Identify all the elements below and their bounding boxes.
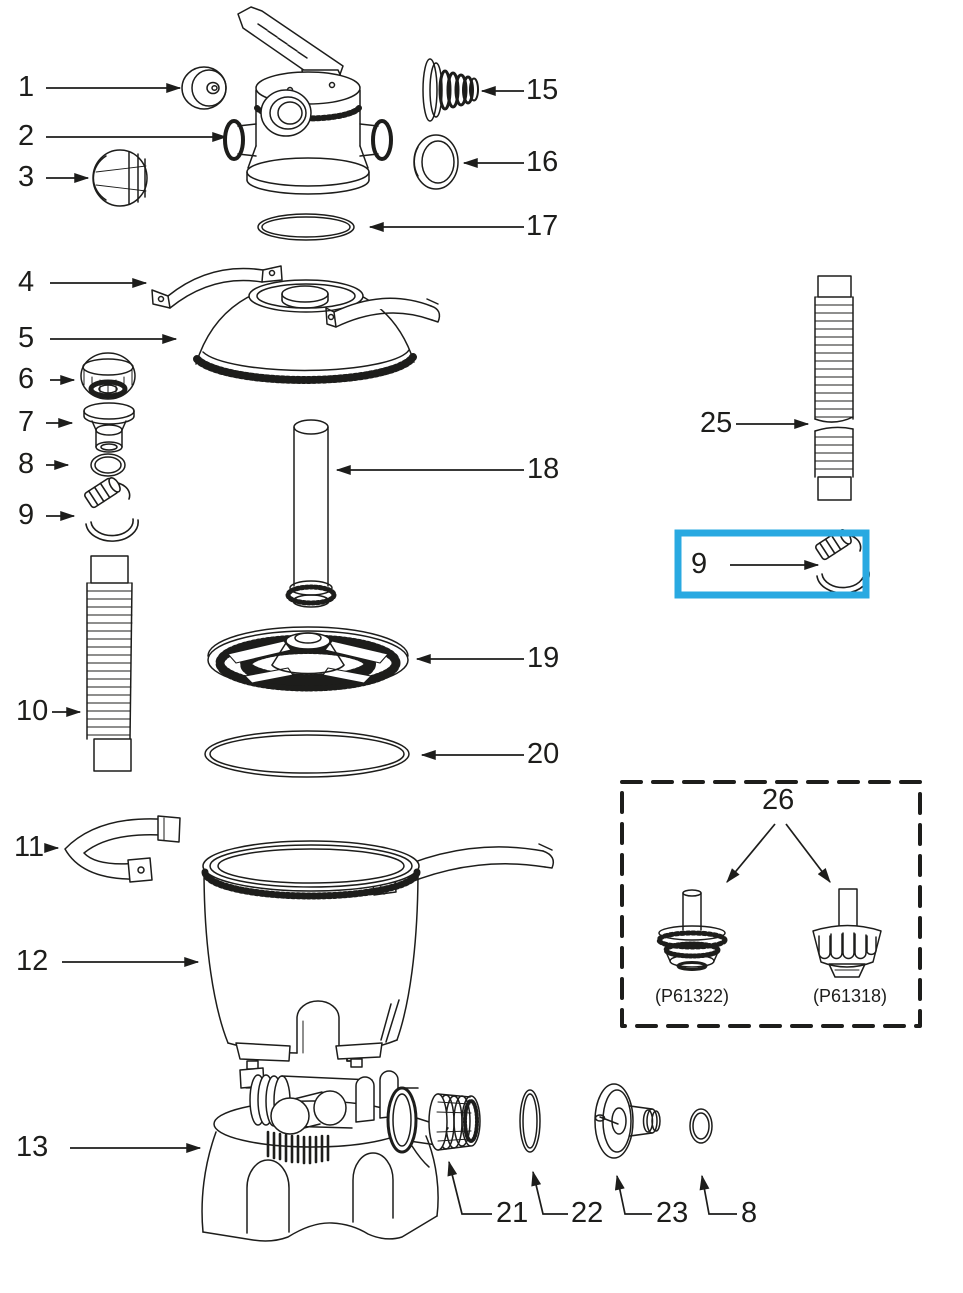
leader-arrows [44,83,831,1215]
part-3-drain-cap-drawing [92,149,148,207]
callout-7: 7 [18,406,35,438]
part-19-lateral-disc-drawing [207,626,409,692]
part-7-adapter-fitting-drawing [83,402,135,453]
callout-26: 26 [762,784,795,816]
part-16-seal-ring-drawing [413,134,459,190]
callout-16: 16 [526,146,559,178]
part-21-strainer-basket-drawing [428,1093,481,1151]
highlight-box [674,529,870,599]
part-1-gauge-plug-drawing [181,66,227,110]
callout-6: 6 [18,363,35,395]
callout-15: 15 [526,74,559,106]
part-22-o-ring-drawing [519,1089,541,1153]
callout-23: 23 [656,1197,689,1229]
part-2-multiport-valve-drawing [223,6,393,195]
callout-11: 11 [14,831,45,863]
callout-1: 1 [18,71,35,103]
callout-10: 10 [16,695,49,727]
part-9-hose-clamp-drawing [82,474,139,542]
part-6-collar-nut-drawing [80,352,136,400]
part-17-large-o-ring-drawing [257,213,355,241]
part-number-p61318: (P61318) [813,986,888,1006]
callout-4: 4 [18,266,35,298]
part-25-corrugated-hose-drawing [814,275,854,501]
callout-20: 20 [527,738,560,770]
part-15-hose-adapter-drawing [422,58,479,122]
part-8-bottom-o-ring-drawing [689,1108,713,1144]
callout-21: 21 [496,1197,529,1229]
callout-17: 17 [526,210,559,242]
callout-8: 8 [18,448,35,480]
part-10-corrugated-hose-drawing [86,555,133,772]
part-number-p61322: (P61322) [655,986,730,1006]
callout-5: 5 [18,322,35,354]
callout-9: 9 [18,499,35,531]
callout-9-highlight: 9 [691,548,708,580]
callout-3: 3 [18,161,35,193]
callout-19: 19 [527,642,560,674]
callout-22: 22 [571,1197,604,1229]
callout-25: 25 [700,407,733,439]
part-13-pump-base-drawing [201,1042,449,1242]
part-4-clamp-half-drawing [151,265,283,309]
part-8-o-ring-drawing [90,453,126,477]
callout-2: 2 [18,120,35,152]
part-12-filter-tank-drawing [201,840,421,1062]
part-18-standpipe-drawing [285,419,337,608]
part-5-tank-lid-dome-drawing [193,279,441,384]
callout-8-bottom: 8 [741,1197,758,1229]
callout-13: 13 [16,1131,49,1163]
highlight-box-hose-clamp-drawing [813,526,870,594]
callout-18: 18 [527,453,560,485]
part-26-drain-adapters-drawing [620,780,922,1028]
part-23-inlet-fitting-drawing [594,1083,661,1159]
callout-12: 12 [16,945,49,977]
part-20-tank-o-ring-drawing [204,730,410,778]
